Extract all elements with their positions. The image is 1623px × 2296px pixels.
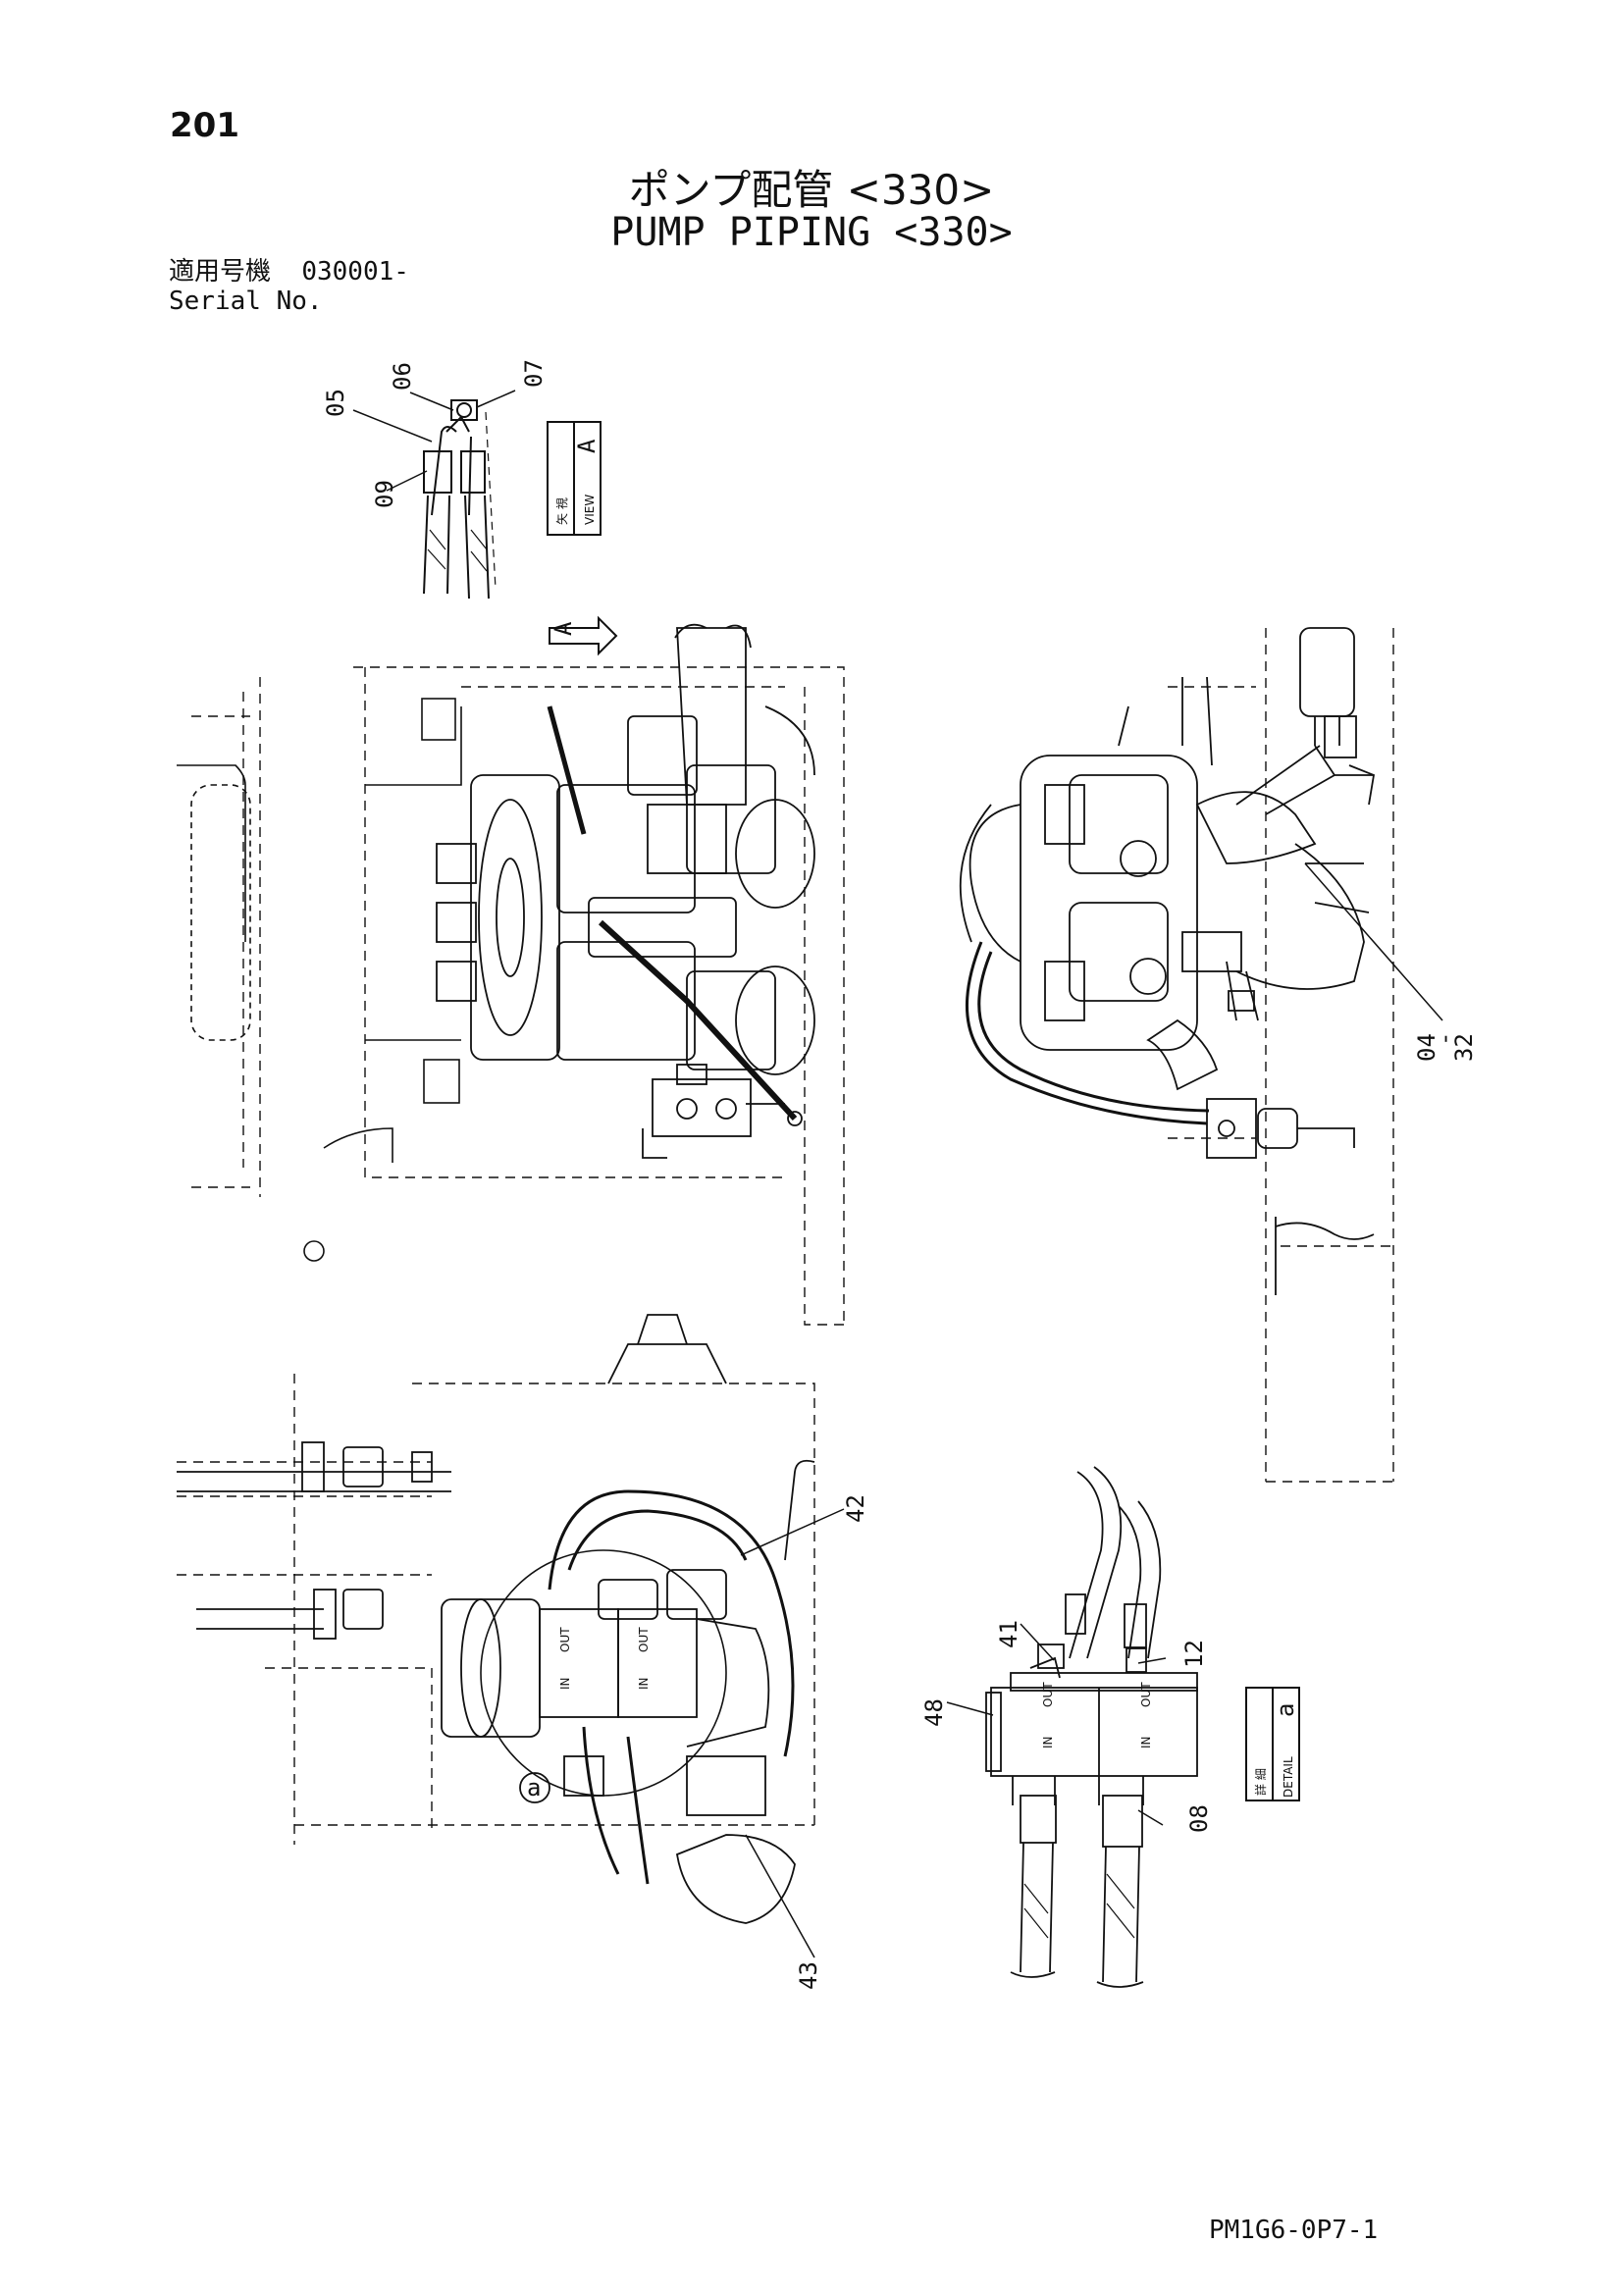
callout-42: 42 xyxy=(842,1494,869,1523)
title-english: PUMP PIPING <330> xyxy=(610,210,1013,255)
view-a-en: VIEW xyxy=(583,495,597,525)
detail-a-view: IN OUT IN OUT 41 12 48 08 詳 細 DETAIL a xyxy=(920,1466,1300,1988)
callout-04-dash: - xyxy=(1431,1032,1458,1046)
callout-06: 06 xyxy=(389,362,416,391)
det-port-out-2: OUT xyxy=(1139,1682,1153,1707)
callout-41: 41 xyxy=(995,1620,1022,1648)
right-pump-view: 04 - 32 xyxy=(959,627,1478,1483)
callout-32: 32 xyxy=(1450,1033,1478,1062)
bottom-left-view: a IN OUT IN OUT 42 43 xyxy=(177,1314,869,1990)
callout-04: 04 xyxy=(1413,1033,1440,1062)
detail-a-jp: 詳 細 xyxy=(1253,1768,1268,1796)
serial-label-jp: 適用号機 xyxy=(169,257,272,287)
page-number: 201 xyxy=(170,106,239,145)
det-port-out-1: OUT xyxy=(1041,1682,1055,1707)
view-a-jp: 矢 視 xyxy=(554,497,569,525)
serial-label-en: Serial No. xyxy=(169,287,323,316)
detail-a-letter: a xyxy=(1272,1703,1299,1717)
det-port-in-1: IN xyxy=(1041,1736,1055,1748)
bl-port-in-1: IN xyxy=(558,1677,572,1690)
callout-43: 43 xyxy=(795,1961,822,1990)
view-arrow-letter: A xyxy=(550,621,577,636)
callout-48: 48 xyxy=(920,1698,948,1727)
bl-port-out-2: OUT xyxy=(637,1627,651,1652)
view-a-detail: 05 06 07 09 矢 視 VIEW A xyxy=(322,359,602,600)
callout-09: 09 xyxy=(371,480,398,508)
callout-08: 08 xyxy=(1185,1804,1213,1833)
detail-a-en: DETAIL xyxy=(1282,1756,1295,1798)
serial-value: 030001- xyxy=(301,257,409,287)
view-a-letter: A xyxy=(573,439,601,453)
document-id: PM1G6-0P7-1 xyxy=(1209,2216,1379,2245)
det-port-in-2: IN xyxy=(1139,1736,1153,1748)
bl-port-out-1: OUT xyxy=(558,1627,572,1652)
serial-block: 適用号機 030001- Serial No. xyxy=(169,257,409,316)
callout-07: 07 xyxy=(520,359,548,388)
callout-12: 12 xyxy=(1180,1640,1208,1668)
main-top-view: A xyxy=(177,615,845,1326)
bl-port-in-2: IN xyxy=(637,1677,651,1690)
callout-05: 05 xyxy=(322,389,349,417)
title-japanese: ポンプ配管 <330> xyxy=(628,166,995,214)
detail-circle-letter: a xyxy=(527,1774,541,1801)
